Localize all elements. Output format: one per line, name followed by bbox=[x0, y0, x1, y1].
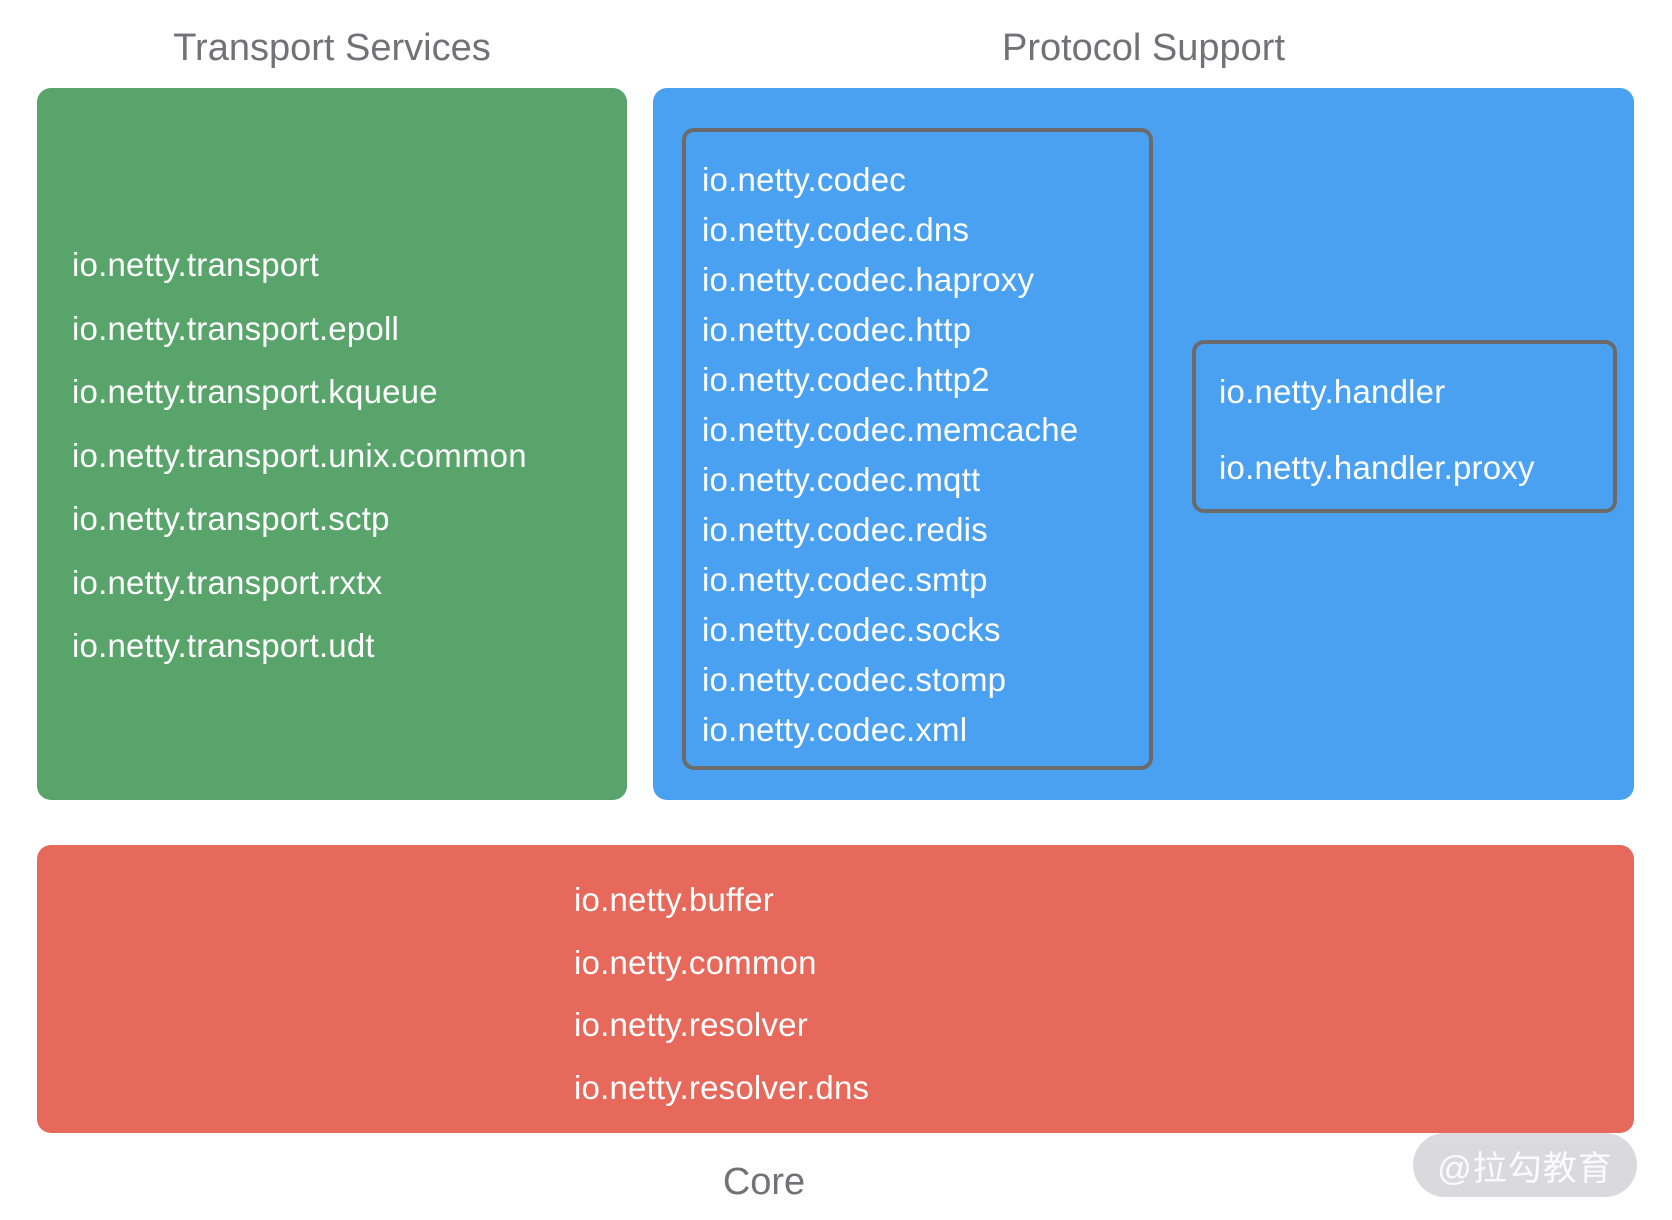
transport-package-list: io.netty.transport io.netty.transport.ep… bbox=[37, 88, 627, 678]
core-package-list: io.netty.buffer io.netty.common io.netty… bbox=[37, 845, 1634, 1119]
package-item: io.netty.transport.kqueue bbox=[72, 373, 438, 410]
transport-services-panel: io.netty.transport io.netty.transport.ep… bbox=[37, 88, 627, 800]
package-item: io.netty.resolver bbox=[574, 1006, 808, 1043]
package-item: io.netty.codec.socks bbox=[702, 611, 1001, 648]
package-item: io.netty.codec.http2 bbox=[702, 361, 990, 398]
transport-services-title: Transport Services bbox=[173, 27, 491, 69]
package-item: io.netty.codec.haproxy bbox=[702, 261, 1035, 298]
package-item: io.netty.codec.xml bbox=[702, 711, 968, 748]
package-item: io.netty.transport.epoll bbox=[72, 309, 400, 347]
package-item: io.netty.handler.proxy bbox=[1219, 449, 1535, 486]
package-item: io.netty.transport.unix.common bbox=[72, 436, 527, 474]
codec-package-list: io.netty.codec io.netty.codec.dns io.net… bbox=[686, 132, 1149, 755]
package-item: io.netty.codec.memcache bbox=[702, 411, 1079, 448]
package-item: io.netty.transport.rxtx bbox=[72, 563, 383, 601]
protocol-support-title: Protocol Support bbox=[1001, 27, 1286, 69]
handler-group-box: io.netty.handler io.netty.handler.proxy bbox=[1192, 340, 1617, 513]
core-panel: io.netty.buffer io.netty.common io.netty… bbox=[37, 845, 1634, 1133]
package-item: io.netty.codec.dns bbox=[702, 211, 970, 248]
package-item: io.netty.resolver.dns bbox=[574, 1068, 870, 1106]
package-item: io.netty.codec.smtp bbox=[702, 561, 988, 598]
package-item: io.netty.codec.redis bbox=[702, 511, 988, 548]
package-item: io.netty.common bbox=[574, 943, 817, 981]
core-title: Core bbox=[722, 1161, 806, 1203]
package-item: io.netty.codec bbox=[702, 161, 906, 198]
codec-group-box: io.netty.codec io.netty.codec.dns io.net… bbox=[682, 128, 1153, 770]
protocol-support-panel: io.netty.codec io.netty.codec.dns io.net… bbox=[653, 88, 1634, 800]
package-item: io.netty.codec.http bbox=[702, 311, 972, 348]
package-item: io.netty.transport.udt bbox=[72, 627, 375, 664]
package-item: io.netty.codec.stomp bbox=[702, 661, 1007, 698]
package-item: io.netty.buffer bbox=[574, 881, 774, 918]
package-item: io.netty.handler bbox=[1219, 373, 1446, 410]
package-item: io.netty.codec.mqtt bbox=[702, 461, 981, 498]
package-item: io.netty.transport.sctp bbox=[72, 500, 390, 537]
handler-package-list: io.netty.handler io.netty.handler.proxy bbox=[1196, 344, 1613, 506]
watermark-badge: @拉勾教育 bbox=[1413, 1133, 1637, 1197]
package-item: io.netty.transport bbox=[72, 246, 319, 283]
watermark-text: @拉勾教育 bbox=[1437, 1149, 1613, 1188]
